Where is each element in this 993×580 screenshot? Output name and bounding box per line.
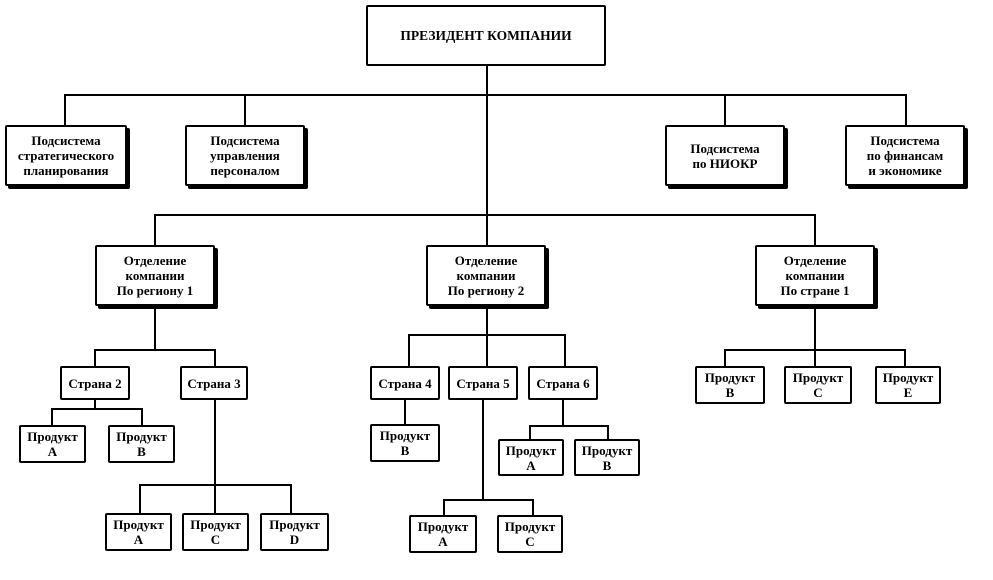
product-line: A <box>47 444 58 459</box>
country-3-box: Страна 3 <box>180 366 248 400</box>
division-line: Отделение <box>783 253 847 268</box>
product-box: Продукт B <box>370 424 440 462</box>
subsystem-line: управления <box>210 148 280 163</box>
product-box: Продукт D <box>260 513 329 551</box>
product-line: B <box>400 443 410 458</box>
product-line: B <box>137 444 146 459</box>
subsystem-line: стратегического <box>17 148 115 163</box>
subsystem-finance: Подсистема по финансам и экономике <box>845 125 965 186</box>
product-line: Продукт <box>27 429 78 444</box>
product-line: A <box>133 532 144 547</box>
subsystem-line: персоналом <box>210 163 280 178</box>
product-box: Продукт A <box>409 515 477 553</box>
product-line: D <box>289 532 300 547</box>
product-line: A <box>438 534 448 549</box>
division-line: По региону 1 <box>116 283 194 298</box>
product-box: Продукт A <box>498 439 564 476</box>
product-box: Продукт A <box>105 513 172 551</box>
subsystem-line: Подсистема <box>690 140 760 156</box>
division-line: компании <box>456 268 516 283</box>
product-line: E <box>903 385 913 400</box>
product-line: Продукт <box>882 370 934 385</box>
president-box: ПРЕЗИДЕНТ КОМПАНИИ <box>366 5 606 66</box>
country-4-box: Страна 4 <box>370 366 440 400</box>
division-line: Отделение <box>454 253 518 268</box>
product-line: Продукт <box>269 517 320 532</box>
country-label: Страна 3 <box>187 375 241 391</box>
product-line: A <box>526 457 536 473</box>
country-label: Страна 5 <box>456 375 510 391</box>
division-line: компании <box>785 268 845 283</box>
subsystem-line: по НИОКР <box>692 155 758 171</box>
division-country-1: Отделение компании По стране 1 <box>755 245 875 306</box>
product-box: Продукт A <box>19 425 86 463</box>
subsystem-personnel: Подсистема управления персоналом <box>185 125 305 186</box>
product-line: Продукт <box>417 519 469 534</box>
product-box: Продукт C <box>497 515 563 553</box>
product-line: B <box>725 385 735 400</box>
product-box: Продукт C <box>182 513 249 551</box>
product-box: Продукт B <box>695 366 765 404</box>
country-6-box: Страна 6 <box>528 366 598 400</box>
subsystem-line: планирования <box>23 163 109 178</box>
country-label: Страна 4 <box>378 375 432 391</box>
product-line: Продукт <box>190 517 241 532</box>
president-label: ПРЕЗИДЕНТ КОМПАНИИ <box>400 28 572 43</box>
product-box: Продукт E <box>875 366 941 404</box>
product-line: Продукт <box>505 442 557 458</box>
division-region-1: Отделение компании По региону 1 <box>95 245 215 306</box>
product-line: C <box>210 532 221 547</box>
subsystem-line: Подсистема <box>31 133 101 148</box>
product-box: Продукт C <box>784 366 852 404</box>
country-label: Страна 6 <box>536 375 590 391</box>
product-line: Продукт <box>704 370 756 385</box>
product-line: Продукт <box>113 517 164 532</box>
product-box: Продукт B <box>574 439 640 476</box>
division-line: По региону 2 <box>447 283 525 298</box>
division-region-2: Отделение компании По региону 2 <box>426 245 546 306</box>
country-5-box: Страна 5 <box>448 366 518 400</box>
product-line: B <box>602 457 612 473</box>
subsystem-line: Подсистема <box>210 133 280 148</box>
subsystem-line: Подсистема <box>870 133 940 148</box>
subsystem-line: и экономике <box>868 163 942 178</box>
product-line: Продукт <box>792 370 844 385</box>
country-2-box: Страна 2 <box>60 366 130 400</box>
division-line: компании <box>125 268 185 283</box>
product-box: Продукт B <box>108 425 175 463</box>
subsystem-strategic-planning: Подсистема стратегического планирования <box>5 125 127 186</box>
country-label: Страна 2 <box>68 375 122 391</box>
product-line: C <box>525 534 535 549</box>
division-line: Отделение <box>123 253 187 268</box>
product-line: Продукт <box>504 519 556 534</box>
product-line: Продукт <box>116 429 167 444</box>
subsystem-line: по финансам <box>866 148 944 163</box>
product-line: C <box>813 385 823 400</box>
product-line: Продукт <box>379 428 431 443</box>
subsystem-rnd: Подсистема по НИОКР <box>665 125 785 186</box>
product-line: Продукт <box>581 442 633 458</box>
division-line: По стране 1 <box>780 283 850 298</box>
